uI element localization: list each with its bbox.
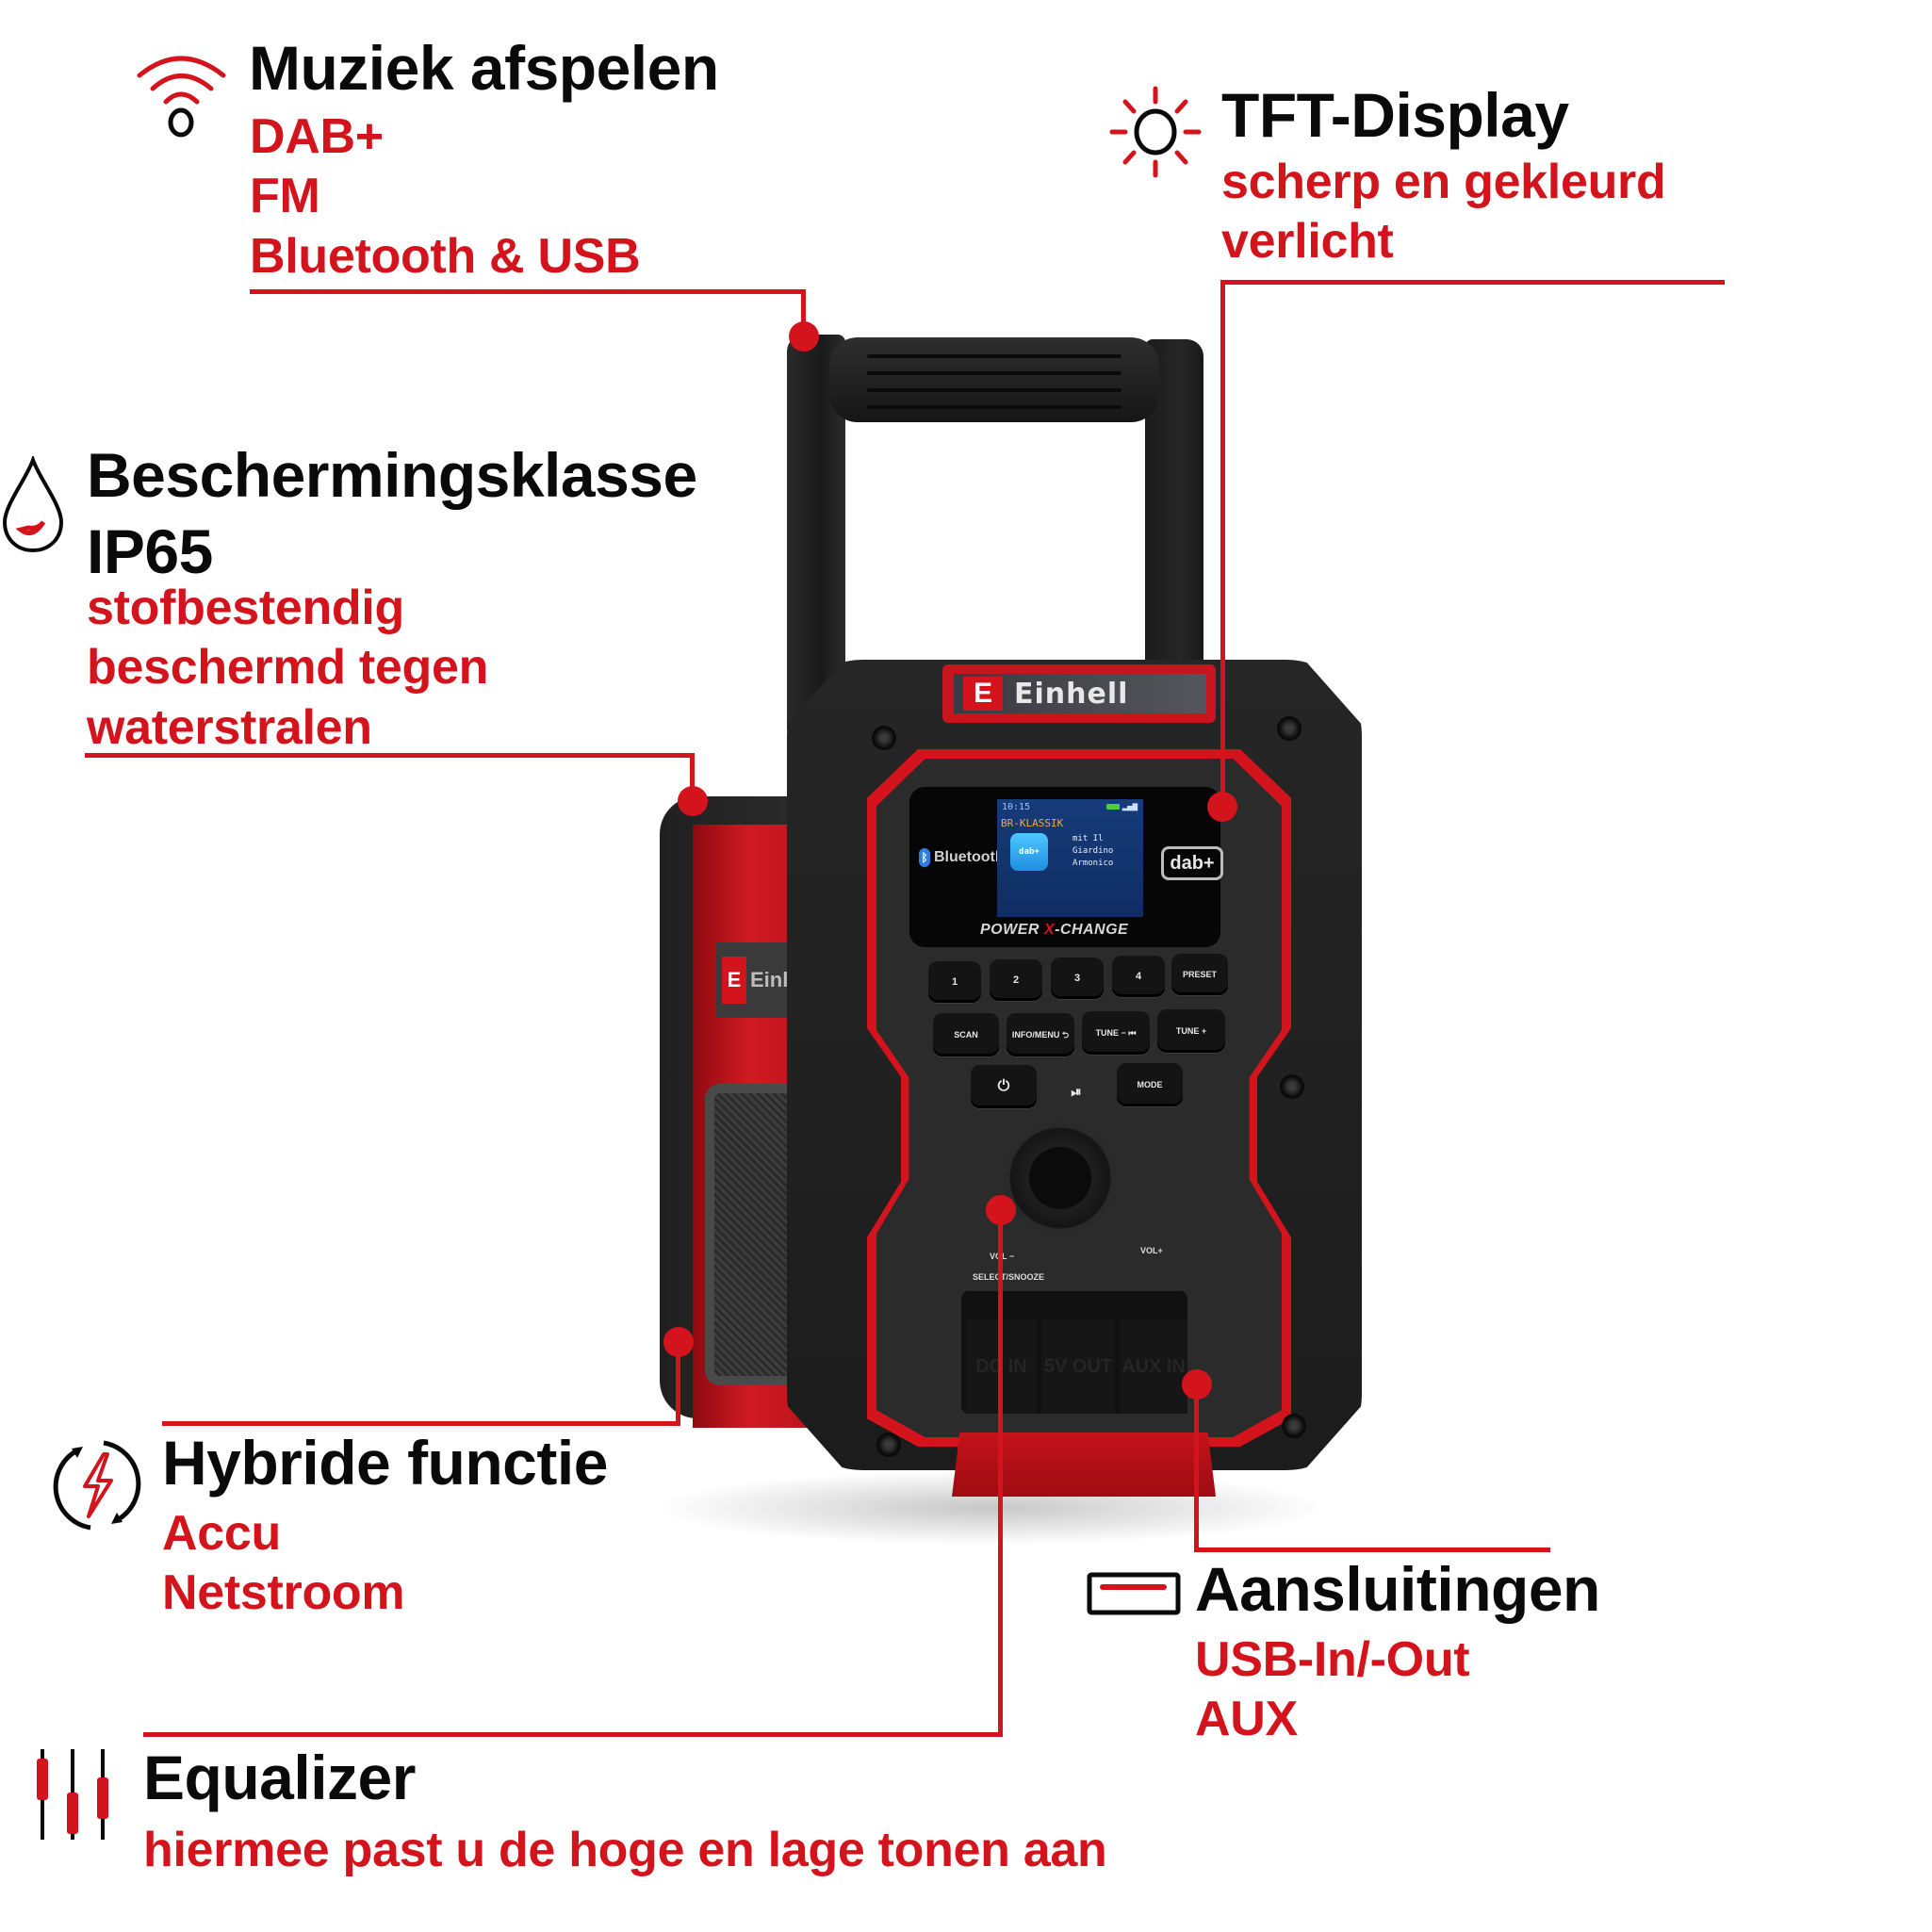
protection-title-line2: IP65 [87,516,213,586]
connections-line-usb: USB-In/-Out [1195,1632,1470,1687]
signal-strength-icon: ▂▄▆ [1122,802,1138,811]
volume-knob[interactable] [1004,1122,1117,1235]
callout-dot-equalizer [986,1195,1016,1225]
battery-icon [1106,804,1120,810]
preset-2-button[interactable]: 2 [990,959,1042,1001]
brand-name: Einhell [1014,677,1129,711]
display-line-1: scherp en gekleurd [1221,155,1666,209]
water-drop-icon [0,456,66,554]
play-pause-button[interactable]: ⏯ [1071,1083,1082,1099]
callout-dot-hybrid [663,1327,694,1357]
preset-button[interactable]: PRESET [1171,954,1228,995]
preset-3-button[interactable]: 3 [1051,958,1104,999]
pxc-part1: POWER [980,922,1044,938]
screen-time: 10:15 [1002,802,1031,812]
dab-app-icon: dab+ [1010,833,1048,871]
aux-in-port-flap[interactable]: AUX IN [1120,1319,1187,1414]
protection-line-dust: stofbestendig [87,581,404,635]
carry-handle-grip [829,337,1159,422]
equalizer-lines: hiermee past u de hoge en lage tonen aan [143,1821,1107,1880]
music-line-dab: DAB+ [250,109,384,164]
protection-lines: stofbestendig beschermd tegen waterstral… [87,579,488,758]
hybrid-power-cycle-icon [49,1437,145,1533]
sun-brightness-icon [1108,85,1203,179]
vol-plus-label: VOL+ [1140,1246,1163,1255]
equalizer-sliders-icon [28,1745,123,1843]
callout-line-equalizer-vertical [998,1211,1003,1737]
pxc-part2: -CHANGE [1055,922,1129,938]
protection-line-jets: waterstralen [87,699,372,755]
protection-line-protected: beschermd tegen [87,640,489,696]
callout-line-equalizer [143,1732,1003,1737]
connections-title: Aansluitingen [1195,1554,1600,1624]
callout-line-connections-vertical [1194,1385,1199,1552]
callout-dot-music [789,321,819,352]
music-title: Muziek afspelen [249,33,719,103]
music-line-bt-usb: Bluetooth & USB [250,228,641,284]
select-snooze-label: SELECT/SNOOZE [973,1272,1045,1282]
bluetooth-icon: ᛒ [919,848,930,867]
screw [1282,1414,1306,1438]
protection-title-line1: Beschermingsklasse [87,440,697,510]
bluetooth-logo: ᛒ Bluetooth [919,848,1005,867]
callout-line-music [250,289,806,294]
display-line-2: verlicht [1221,214,1394,270]
callout-line-music-vertical [801,289,806,336]
brand-plate: E Einhell [954,674,1206,713]
callout-line-display [1220,280,1725,285]
pxc-x: X [1043,922,1056,938]
tft-screen: 10:15 ▂▄▆ BR-KLASSIK dab+ mit Il Giardin… [997,799,1143,917]
callout-line-hybrid [162,1421,680,1426]
preset-1-button[interactable]: 1 [928,961,981,1003]
equalizer-line-desc: hiermee past u de hoge en lage tonen aan [143,1823,1107,1877]
equalizer-title: Equalizer [143,1743,416,1812]
screw [872,726,896,750]
callout-line-connections [1194,1547,1550,1552]
music-lines: DAB+ FM Bluetooth & USB [250,107,641,287]
red-front-foot [952,1433,1216,1497]
power-button[interactable]: ⏻ [971,1065,1037,1108]
callout-dot-display [1207,792,1237,822]
screw [876,1433,901,1457]
hybrid-line-mains: Netstroom [162,1565,405,1621]
callout-line-display-vertical [1220,280,1225,808]
music-line-fm: FM [250,169,320,224]
info-menu-button[interactable]: INFO/MENU ⮌ [1007,1013,1074,1056]
screen-info-text: mit Il Giardino Armonico [1072,834,1114,868]
callout-line-hybrid-vertical [676,1343,680,1426]
tune-minus-button[interactable]: TUNE − ⏮ [1082,1011,1150,1055]
bluetooth-label: Bluetooth [934,849,1005,865]
preset-4-button[interactable]: 4 [1112,956,1165,997]
side-brand-mark: E [722,957,746,1004]
brand-mark: E [963,677,1003,711]
hybrid-lines: Accu Netstroom [162,1504,405,1624]
dab-plus-logo: dab+ [1161,846,1223,880]
power-x-change-label: POWER X-CHANGE [980,922,1128,939]
screen-station: BR-KLASSIK [1001,817,1064,829]
hybrid-line-battery: Accu [162,1506,281,1561]
wifi-signal-icon [132,49,231,139]
scan-button[interactable]: SCAN [933,1013,999,1056]
callout-line-protection [85,753,695,758]
5v-out-port-flap[interactable]: 5V OUT [1041,1319,1115,1414]
port-slot-icon [1087,1572,1181,1615]
mode-button[interactable]: MODE [1117,1063,1183,1106]
callout-dot-protection [678,786,708,816]
connections-lines: USB-In/-Out AUX [1195,1630,1470,1750]
screw [1277,716,1302,741]
display-title: TFT-Display [1221,80,1569,150]
hybrid-title: Hybride functie [162,1428,608,1498]
screw [1280,1074,1304,1099]
callout-dot-connections [1182,1369,1212,1400]
display-lines: scherp en gekleurd verlicht [1221,153,1666,272]
callout-line-protection-vertical [690,753,695,800]
connections-line-aux: AUX [1195,1692,1298,1747]
tune-plus-button[interactable]: TUNE + [1157,1009,1225,1053]
